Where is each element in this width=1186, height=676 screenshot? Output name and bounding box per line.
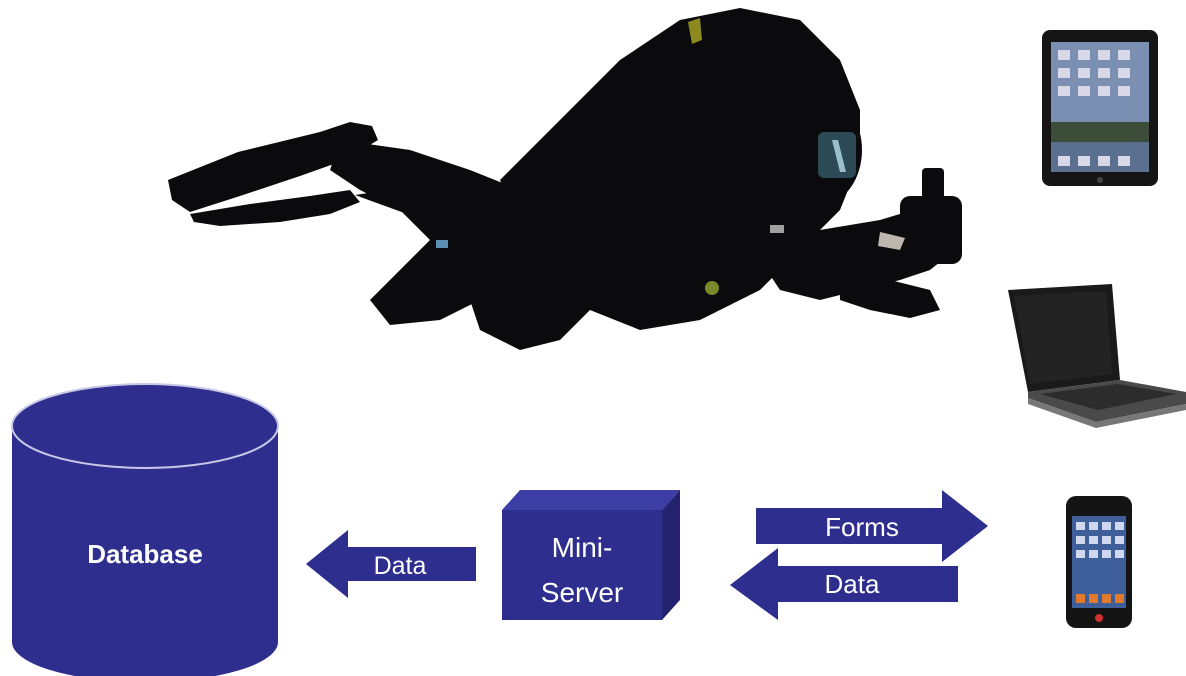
diver-image <box>168 8 962 350</box>
server-label-line1: Mini- <box>552 532 613 563</box>
server-label-line2: Server <box>541 577 623 608</box>
arrow-forms-to-device: Forms <box>756 490 988 562</box>
database-cylinder: Database <box>11 383 279 676</box>
database-label: Database <box>87 539 203 569</box>
laptop-icon <box>1008 284 1186 428</box>
arrow-data-from-device: Data <box>730 548 958 620</box>
diver-highlights <box>436 18 905 295</box>
smartphone-icon <box>1066 496 1132 628</box>
arrow-data-from-device-label: Data <box>825 569 880 599</box>
arrow-forms-label: Forms <box>825 512 899 542</box>
tablet-icon <box>1042 30 1158 186</box>
arrow-data-to-database-label: Data <box>374 552 427 580</box>
arrow-data-to-database: Data <box>306 530 476 598</box>
mini-server-box: Mini- Server <box>502 490 680 620</box>
